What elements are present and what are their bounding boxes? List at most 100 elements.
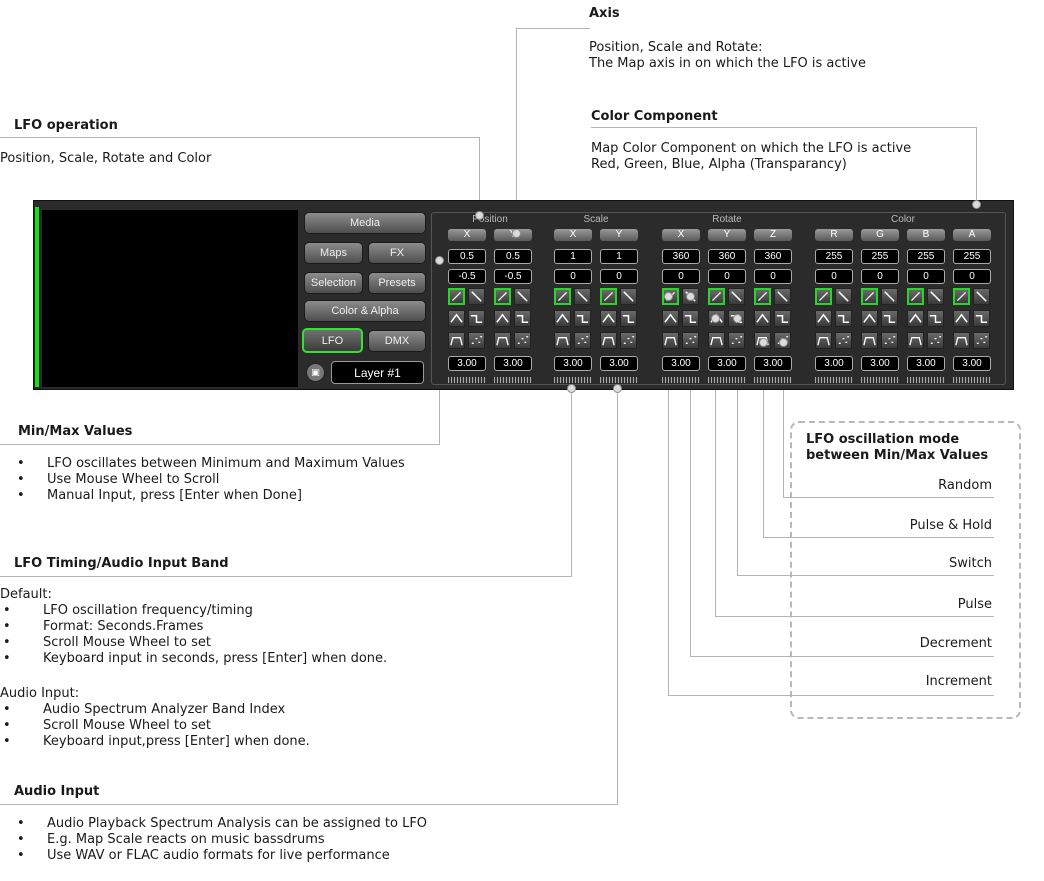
axis-button[interactable]: G bbox=[861, 229, 899, 241]
min-value-field[interactable]: 0 bbox=[907, 269, 945, 284]
decrement-icon[interactable] bbox=[927, 288, 944, 305]
audio-band-meter[interactable] bbox=[448, 377, 486, 383]
max-value-field[interactable]: 255 bbox=[815, 249, 853, 264]
pulse-icon[interactable] bbox=[815, 310, 832, 327]
increment-icon[interactable] bbox=[554, 288, 571, 305]
max-value-field[interactable]: 360 bbox=[662, 249, 700, 264]
min-value-field[interactable]: 0 bbox=[815, 269, 853, 284]
audio-band-meter[interactable] bbox=[554, 377, 592, 383]
switch-icon[interactable] bbox=[620, 310, 637, 327]
pulse-hold-icon[interactable] bbox=[953, 332, 970, 349]
switch-icon[interactable] bbox=[774, 310, 791, 327]
lfo-button[interactable]: LFO bbox=[302, 328, 363, 353]
timing-field[interactable]: 3.00 bbox=[907, 356, 945, 371]
audio-band-meter[interactable] bbox=[754, 377, 792, 383]
timing-field[interactable]: 3.00 bbox=[861, 356, 899, 371]
random-icon[interactable] bbox=[514, 332, 531, 349]
random-icon[interactable] bbox=[728, 332, 745, 349]
pulse-hold-icon[interactable] bbox=[554, 332, 571, 349]
selection-button[interactable]: Selection bbox=[304, 272, 363, 294]
pulse-hold-icon[interactable] bbox=[600, 332, 617, 349]
decrement-icon[interactable] bbox=[728, 288, 745, 305]
switch-icon[interactable] bbox=[682, 310, 699, 327]
min-value-field[interactable]: -0.5 bbox=[448, 269, 486, 284]
increment-icon[interactable] bbox=[953, 288, 970, 305]
random-icon[interactable] bbox=[574, 332, 591, 349]
audio-band-meter[interactable] bbox=[494, 377, 532, 383]
timing-field[interactable]: 3.00 bbox=[662, 356, 700, 371]
switch-icon[interactable] bbox=[574, 310, 591, 327]
gamepad-icon[interactable]: ▣ bbox=[306, 363, 325, 382]
pulse-icon[interactable] bbox=[953, 310, 970, 327]
switch-icon[interactable] bbox=[468, 310, 485, 327]
increment-icon[interactable] bbox=[754, 288, 771, 305]
axis-button[interactable]: B bbox=[907, 229, 945, 241]
decrement-icon[interactable] bbox=[774, 288, 791, 305]
decrement-icon[interactable] bbox=[574, 288, 591, 305]
increment-icon[interactable] bbox=[815, 288, 832, 305]
max-value-field[interactable]: 360 bbox=[754, 249, 792, 264]
increment-icon[interactable] bbox=[708, 288, 725, 305]
pulse-icon[interactable] bbox=[554, 310, 571, 327]
decrement-icon[interactable] bbox=[620, 288, 637, 305]
pulse-icon[interactable] bbox=[662, 310, 679, 327]
max-value-field[interactable]: 1 bbox=[554, 249, 592, 264]
axis-button[interactable]: Z bbox=[754, 229, 792, 241]
random-icon[interactable] bbox=[682, 332, 699, 349]
timing-field[interactable]: 3.00 bbox=[494, 356, 532, 371]
decrement-icon[interactable] bbox=[973, 288, 990, 305]
max-value-field[interactable]: 1 bbox=[600, 249, 638, 264]
random-icon[interactable] bbox=[620, 332, 637, 349]
pulse-icon[interactable] bbox=[600, 310, 617, 327]
min-value-field[interactable]: -0.5 bbox=[494, 269, 532, 284]
increment-icon[interactable] bbox=[861, 288, 878, 305]
increment-icon[interactable] bbox=[600, 288, 617, 305]
axis-button[interactable]: R bbox=[815, 229, 853, 241]
random-icon[interactable] bbox=[927, 332, 944, 349]
axis-button[interactable]: A bbox=[953, 229, 991, 241]
audio-band-meter[interactable] bbox=[662, 377, 700, 383]
pulse-icon[interactable] bbox=[494, 310, 511, 327]
switch-icon[interactable] bbox=[514, 310, 531, 327]
min-value-field[interactable]: 0 bbox=[554, 269, 592, 284]
min-value-field[interactable]: 0 bbox=[662, 269, 700, 284]
color-alpha-button[interactable]: Color & Alpha bbox=[304, 300, 426, 322]
random-icon[interactable] bbox=[973, 332, 990, 349]
switch-icon[interactable] bbox=[927, 310, 944, 327]
random-icon[interactable] bbox=[835, 332, 852, 349]
audio-band-meter[interactable] bbox=[600, 377, 638, 383]
min-value-field[interactable]: 0 bbox=[953, 269, 991, 284]
layer-name-field[interactable]: Layer #1 bbox=[331, 361, 424, 384]
fx-button[interactable]: FX bbox=[368, 242, 426, 264]
decrement-icon[interactable] bbox=[468, 288, 485, 305]
presets-button[interactable]: Presets bbox=[368, 272, 426, 294]
pulse-icon[interactable] bbox=[754, 310, 771, 327]
max-value-field[interactable]: 360 bbox=[708, 249, 746, 264]
max-value-field[interactable]: 255 bbox=[861, 249, 899, 264]
max-value-field[interactable]: 0.5 bbox=[448, 249, 486, 264]
timing-field[interactable]: 3.00 bbox=[815, 356, 853, 371]
audio-band-meter[interactable] bbox=[815, 377, 853, 383]
maps-button[interactable]: Maps bbox=[304, 242, 363, 264]
timing-field[interactable]: 3.00 bbox=[953, 356, 991, 371]
pulse-hold-icon[interactable] bbox=[494, 332, 511, 349]
switch-icon[interactable] bbox=[881, 310, 898, 327]
max-value-field[interactable]: 0.5 bbox=[494, 249, 532, 264]
axis-button[interactable]: X bbox=[448, 229, 486, 241]
pulse-icon[interactable] bbox=[448, 310, 465, 327]
pulse-icon[interactable] bbox=[907, 310, 924, 327]
axis-button[interactable]: X bbox=[554, 229, 592, 241]
audio-band-meter[interactable] bbox=[953, 377, 991, 383]
dmx-button[interactable]: DMX bbox=[368, 330, 426, 352]
max-value-field[interactable]: 255 bbox=[953, 249, 991, 264]
decrement-icon[interactable] bbox=[514, 288, 531, 305]
random-icon[interactable] bbox=[881, 332, 898, 349]
pulse-hold-icon[interactable] bbox=[448, 332, 465, 349]
audio-band-meter[interactable] bbox=[861, 377, 899, 383]
min-value-field[interactable]: 0 bbox=[754, 269, 792, 284]
timing-field[interactable]: 3.00 bbox=[708, 356, 746, 371]
audio-band-meter[interactable] bbox=[708, 377, 746, 383]
audio-band-meter[interactable] bbox=[907, 377, 945, 383]
increment-icon[interactable] bbox=[907, 288, 924, 305]
media-button[interactable]: Media bbox=[304, 212, 426, 234]
